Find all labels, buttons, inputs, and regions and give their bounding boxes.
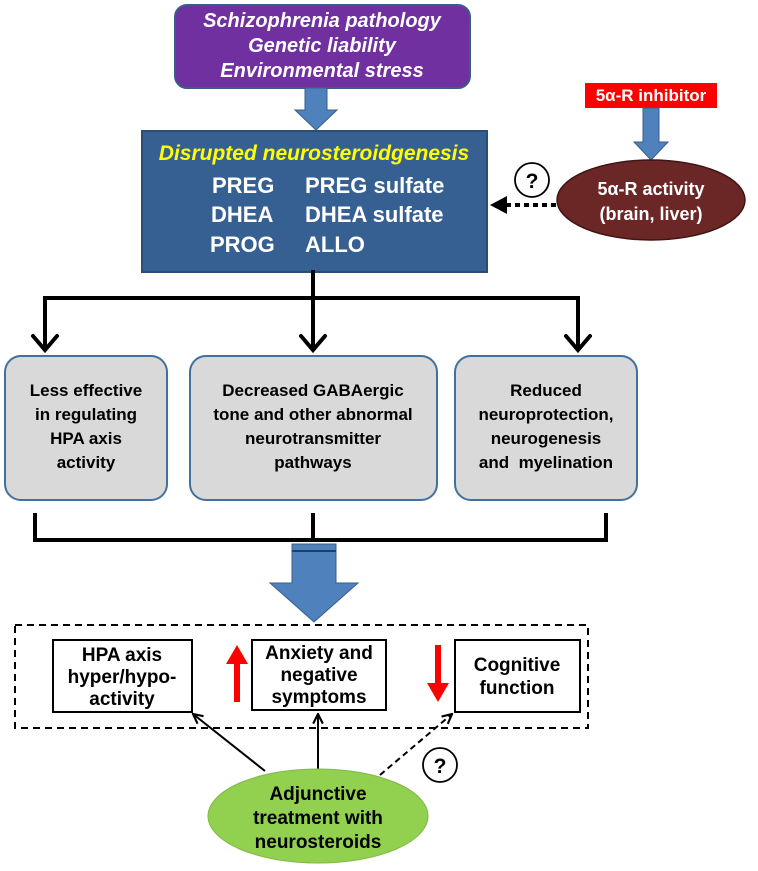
question-badge: ? [422, 747, 458, 783]
effect-line: neurotransmitter [245, 429, 381, 448]
effect-line: tone and other abnormal [213, 405, 412, 424]
outcome-box-bg [52, 639, 193, 713]
treatment-ellipse-bg [207, 768, 429, 864]
outcome-line: activity [89, 689, 155, 710]
down-arrow-icon [632, 107, 670, 161]
question-mark: ? [434, 755, 447, 778]
treatment-ellipse: Adjunctive treatment with neurosteroids [207, 768, 429, 864]
steroid-label: DHEA [211, 202, 273, 227]
effect-box-bg [454, 355, 638, 501]
effect-line: Less effective [30, 381, 142, 400]
outcome-line: negative [280, 665, 357, 686]
down-arrow-icon [293, 87, 339, 131]
merge-bracket [33, 513, 608, 542]
effect-box: Less effective in regulating HPA axis ac… [4, 355, 168, 501]
effect-line: and myelination [479, 453, 613, 472]
outcome-box: Cognitive function [454, 639, 581, 713]
outcomes-frame [14, 624, 589, 729]
outcome-box-bg [454, 639, 581, 713]
question-mark: ? [526, 170, 539, 193]
treatment-arrow [193, 714, 266, 772]
steroid-label: PREG [212, 173, 274, 198]
effect-line: pathways [274, 453, 351, 472]
treatment-line: treatment with [253, 808, 383, 829]
effect-line: Decreased GABAergic [222, 381, 403, 400]
inhibitor-box: 5α-R inhibitor [585, 83, 717, 108]
outcome-line: Cognitive [474, 655, 561, 676]
etiology-line: Environmental stress [220, 60, 423, 82]
treatment-line: Adjunctive [269, 784, 366, 805]
enzyme-line: 5α-R activity [597, 179, 704, 199]
effect-box: Decreased GABAergic tone and other abnor… [189, 355, 438, 501]
chevron-down-icon [564, 334, 592, 354]
outcome-line: HPA axis [82, 645, 162, 666]
outcome-line: hyper/hypo- [68, 667, 177, 688]
enzyme-line: (brain, liver) [599, 204, 702, 224]
effect-line: Reduced [510, 381, 582, 400]
chevron-down-icon [31, 334, 59, 354]
etiology-line: Genetic liability [248, 35, 397, 57]
chevron-down-icon [299, 334, 327, 354]
steroid-label: PREG sulfate [305, 173, 444, 198]
enzyme-ellipse-bg [556, 159, 746, 241]
outcome-line: Anxiety and [265, 643, 373, 664]
down-arrow-icon [268, 543, 360, 623]
outcome-line: function [480, 678, 555, 699]
effect-box-bg [189, 355, 438, 501]
question-badge: ? [514, 162, 550, 198]
left-arrowhead-icon [490, 196, 507, 214]
effect-line: neurogenesis [491, 429, 602, 448]
effect-line: in regulating [35, 405, 137, 424]
effect-line: neuroprotection, [478, 405, 613, 424]
neurosteroidgenesis-box: Disrupted neurosteroidgenesis PREG PREG … [141, 130, 488, 273]
effect-line: HPA axis [50, 429, 122, 448]
inhibitor-label: 5α-R inhibitor [596, 86, 707, 105]
steroid-label: PROG [210, 232, 275, 257]
neurosteroidgenesis-title: Disrupted neurosteroidgenesis [159, 142, 469, 165]
question-circle [514, 162, 550, 198]
branch-connector [31, 270, 592, 354]
steroid-label: DHEA sulfate [305, 202, 444, 227]
steroid-label: ALLO [305, 232, 365, 257]
effect-line: activity [57, 453, 116, 472]
enzyme-ellipse: 5α-R activity (brain, liver) [556, 159, 746, 241]
outcome-box: HPA axis hyper/hypo- activity [52, 639, 193, 713]
treatment-line: neurosteroids [255, 832, 382, 853]
effect-box-bg [4, 355, 168, 501]
up-arrow-icon [226, 645, 248, 702]
effect-box: Reduced neuroprotection, neurogenesis an… [454, 355, 638, 501]
etiology-box: Schizophrenia pathology Genetic liabilit… [174, 4, 471, 89]
inhibitor-box-bg [585, 83, 717, 108]
etiology-line: Schizophrenia pathology [203, 10, 442, 32]
treatment-dashed-arrow [379, 714, 452, 776]
down-arrow-icon [427, 645, 449, 702]
outcome-line: symptoms [271, 687, 366, 708]
neurosteroidgenesis-box-bg [141, 130, 488, 273]
question-circle [422, 747, 458, 783]
outcome-box-bg [251, 639, 387, 711]
outcome-box: Anxiety and negative symptoms [251, 639, 387, 711]
